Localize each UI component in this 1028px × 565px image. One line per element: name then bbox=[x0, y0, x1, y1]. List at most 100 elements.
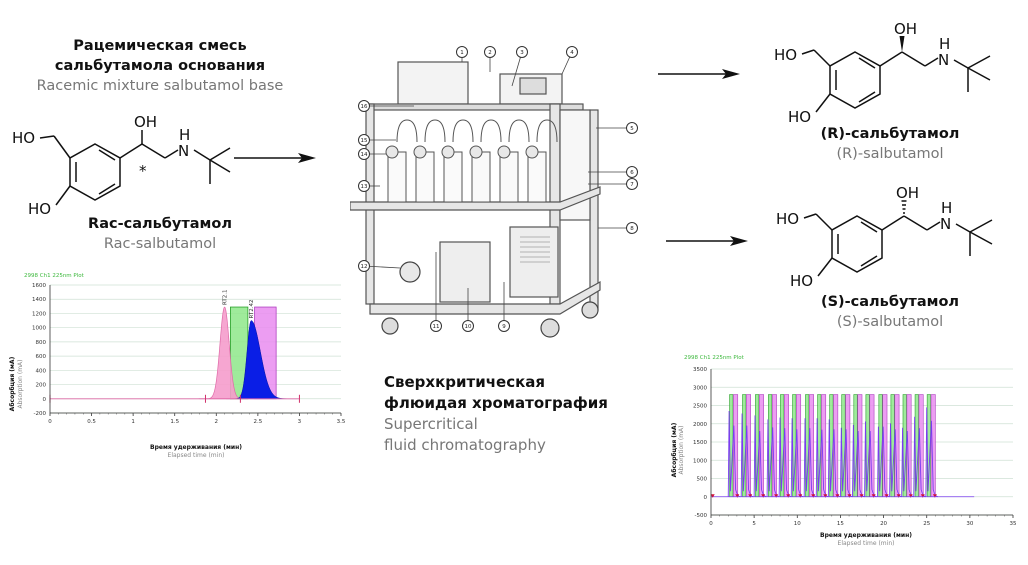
x-tick-label: 0.5 bbox=[87, 419, 96, 425]
x-tick-label: 0 bbox=[48, 419, 52, 425]
chromatogram-preparative-stacked: 2998 Ch1 225nm Plot -5000500100015002000… bbox=[671, 355, 1017, 547]
ho-label: HO bbox=[788, 108, 811, 122]
event-marker-icon bbox=[908, 494, 913, 498]
event-marker-icon bbox=[748, 494, 753, 498]
y-tick-label: 1000 bbox=[32, 326, 46, 332]
event-marker-icon bbox=[735, 494, 740, 498]
callout-badge bbox=[430, 320, 442, 332]
n-label: N bbox=[938, 51, 949, 69]
s-name-ru: (S)-сальбутамол bbox=[820, 294, 960, 310]
racemic-title-en: Racemic mixture salbutamol base bbox=[36, 78, 284, 94]
event-marker-icon bbox=[932, 494, 937, 498]
callout-number: 8 bbox=[630, 226, 634, 232]
event-marker-icon bbox=[847, 494, 852, 498]
callout-badge bbox=[358, 100, 370, 112]
callout-number: 15 bbox=[361, 138, 368, 144]
arrow-right-icon bbox=[658, 69, 740, 79]
callout-badge bbox=[498, 320, 510, 332]
callout-badge bbox=[626, 222, 638, 234]
x-tick-label: 35 bbox=[1010, 521, 1017, 527]
y-tick-label: 1200 bbox=[32, 311, 46, 317]
y-tick-label: 800 bbox=[36, 340, 47, 346]
ho-label: HO bbox=[776, 210, 799, 228]
peak-label: RT2.42 bbox=[249, 300, 255, 319]
x-tick-label: 10 bbox=[794, 521, 801, 527]
x-tick-label: 2 bbox=[215, 419, 219, 425]
callout-number: 2 bbox=[488, 50, 492, 56]
callout-number: 3 bbox=[520, 50, 524, 56]
sfc-caption: Сверхкритическая флюидая хроматография S… bbox=[384, 372, 644, 456]
pressure-gauge-icon bbox=[413, 145, 427, 159]
y-axis-label: Абсорбция (мА) bbox=[671, 422, 678, 477]
x-tick-label: 5 bbox=[752, 521, 756, 527]
chart-title: 2998 Ch1 225nm Plot bbox=[684, 355, 745, 361]
r-name-ru: (R)-сальбутамол bbox=[820, 126, 960, 142]
r-name-en: (R)-salbutamol bbox=[836, 146, 944, 162]
x-tick-label: 3 bbox=[298, 419, 302, 425]
x-axis-label-en: Elapsed time (min) bbox=[168, 452, 225, 459]
tubing bbox=[396, 119, 418, 143]
separator-vessel bbox=[387, 151, 407, 203]
sfc-title-ru-line1: Сверхкритическая bbox=[384, 373, 546, 391]
callout-badge bbox=[484, 46, 496, 58]
y-tick-label: 2000 bbox=[693, 422, 707, 428]
event-marker-icon bbox=[774, 494, 779, 498]
y-tick-label: 1600 bbox=[32, 283, 46, 289]
tubing bbox=[536, 119, 558, 143]
x-axis-label-en: Elapsed time (min) bbox=[838, 540, 895, 547]
n-label: N bbox=[940, 215, 951, 233]
x-tick-label: 0 bbox=[709, 521, 713, 527]
event-marker-icon bbox=[871, 494, 876, 498]
callout-number: 13 bbox=[361, 184, 368, 190]
wedge-bond bbox=[899, 36, 905, 52]
stereocenter-mark: * bbox=[139, 162, 147, 180]
callout-badge bbox=[358, 260, 370, 272]
chart-title: 2998 Ch1 225nm Plot bbox=[24, 273, 85, 279]
ho-label: HO bbox=[28, 200, 51, 218]
x-tick-label: 1 bbox=[131, 419, 135, 425]
h-label: H bbox=[939, 35, 950, 53]
callout-number: 14 bbox=[361, 152, 368, 158]
separator-vessel bbox=[499, 151, 519, 203]
racemic-name: Rac-сальбутамол Rac-salbutamol bbox=[60, 214, 260, 254]
y-tick-label: -200 bbox=[34, 411, 47, 417]
callout-number: 6 bbox=[630, 170, 634, 176]
callout-badge bbox=[456, 46, 468, 58]
tubing bbox=[480, 119, 502, 143]
y-tick-label: 200 bbox=[36, 383, 47, 389]
callout-number: 16 bbox=[361, 104, 368, 110]
oh-label: OH bbox=[134, 113, 157, 131]
event-marker-icon bbox=[835, 494, 840, 498]
y-axis-label-en: Absorption (mA) bbox=[17, 359, 24, 408]
wheel-icon bbox=[581, 301, 599, 319]
callout-number: 12 bbox=[361, 264, 368, 270]
callout-badge bbox=[462, 320, 474, 332]
callout-leader bbox=[363, 265, 401, 269]
event-marker-icon bbox=[823, 494, 828, 498]
callout-number: 1 bbox=[460, 50, 464, 56]
ho-label: HO bbox=[12, 129, 35, 147]
event-marker-icon bbox=[786, 494, 791, 498]
pressure-gauge-icon bbox=[525, 145, 539, 159]
callout-number: 7 bbox=[630, 182, 634, 188]
event-marker-icon bbox=[896, 494, 901, 498]
rac-salbutamol-structure: OH HO HO N H * bbox=[12, 113, 231, 218]
y-tick-label: 3500 bbox=[693, 367, 707, 373]
y-tick-label: -500 bbox=[695, 513, 708, 519]
racemic-title-ru-line2: сальбутамола основания bbox=[54, 58, 266, 74]
h-label: H bbox=[941, 199, 952, 217]
r-enantiomer-name: (R)-сальбутамол (R)-salbutamol bbox=[800, 124, 980, 164]
pressure-gauge-icon bbox=[497, 145, 511, 159]
callout-number: 10 bbox=[465, 324, 472, 330]
wheel-icon bbox=[381, 317, 399, 335]
s-name-en: (S)-salbutamol bbox=[836, 314, 944, 330]
x-axis-label: Время удерживания (мин) bbox=[150, 444, 242, 451]
y-tick-label: 3000 bbox=[693, 385, 707, 391]
callout-number: 5 bbox=[630, 126, 634, 132]
event-marker-icon bbox=[811, 494, 816, 498]
h-label: H bbox=[179, 126, 190, 144]
pressure-gauge-icon bbox=[441, 145, 455, 159]
callout-badge bbox=[358, 180, 370, 192]
